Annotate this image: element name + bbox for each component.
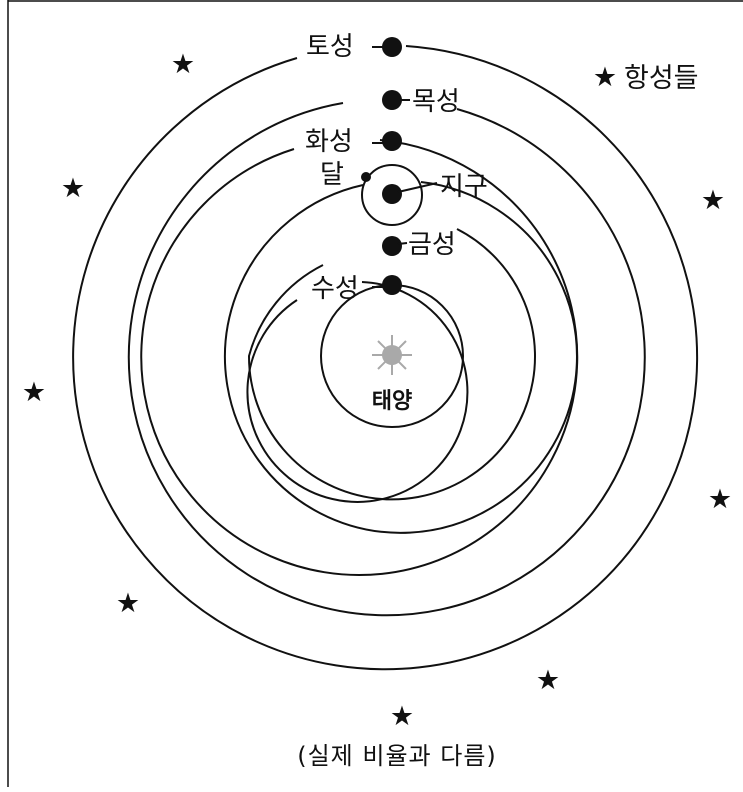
star-icon: ★ (536, 665, 560, 696)
sun-label: 태양 (372, 389, 412, 414)
star-icon: ★ (61, 173, 85, 204)
moon-label: 달 (320, 160, 344, 190)
orbit-mars (140, 139, 579, 576)
star-icon: ★ (390, 701, 414, 732)
moon-orbit (361, 164, 423, 226)
fixed-stars-label: 항성들 (624, 63, 699, 94)
star-icon: ★ (171, 49, 195, 80)
saturn-dot (382, 37, 402, 57)
star-icon: ★ (116, 588, 140, 619)
orbit-saturn (72, 45, 699, 671)
orbit-earth (224, 181, 578, 534)
orbit-venus (247, 228, 536, 501)
mars-dot (382, 131, 402, 151)
jupiter-dot (382, 90, 402, 110)
orbit-jupiter (127, 102, 646, 617)
earth-label: 지구 (440, 172, 488, 202)
jupiter-label: 목성 (412, 87, 460, 117)
venus-label: 금성 (408, 230, 456, 260)
orbit-mercury (246, 281, 469, 503)
venus-dot (382, 236, 402, 256)
venus-leader (397, 242, 408, 245)
moon-dot (361, 172, 371, 182)
sun-icon (372, 335, 412, 375)
earth-leader (397, 182, 438, 193)
star-icon: ★ (708, 484, 732, 515)
scale-note: (실제 비율과 다름) (297, 742, 497, 770)
mars-label: 화성 (305, 127, 353, 157)
earth-dot (382, 184, 402, 204)
star-icon: ★ (593, 62, 617, 93)
mercury-label: 수성 (311, 274, 359, 304)
star-icon: ★ (701, 185, 725, 216)
star-icon: ★ (22, 377, 46, 408)
saturn-label: 토성 (306, 32, 354, 62)
mercury-dot (382, 275, 402, 295)
